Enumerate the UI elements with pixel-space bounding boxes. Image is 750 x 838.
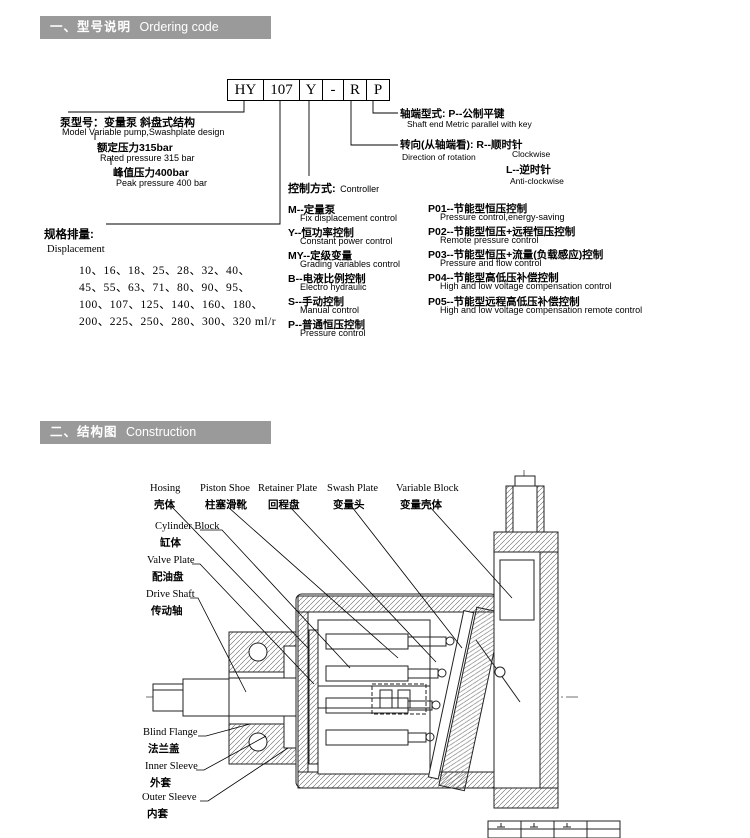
label-drive-shaft-cn: 传动轴 [151, 605, 183, 617]
detail-box [371, 683, 427, 715]
label-hosing-cn: 壳体 [154, 499, 175, 511]
code-cell: R [344, 79, 367, 101]
rotation-anticlockwise: Anti-clockwise [510, 176, 564, 186]
section1-title-en: Ordering code [139, 20, 219, 34]
p-control-item-en: High and low voltage compensation remote… [440, 305, 643, 315]
controller-item-en: Fix displacement control [300, 213, 398, 223]
blind-flange-assembly [228, 631, 320, 765]
ordering-connector-lines [68, 100, 398, 225]
displacement-label-cn: 规格排量: [44, 229, 94, 241]
label-drive-shaft-en: Drive Shaft [146, 589, 195, 600]
displacement-row: 45、55、63、71、80、90、95、 [79, 282, 251, 294]
code-cell: 107 [264, 79, 300, 101]
shaft-end-en: Shaft end Metric parallel with key [407, 119, 532, 129]
rotation-clockwise: Clockwise [512, 149, 551, 159]
label-outer-sleeve-en: Outer Sleeve [142, 792, 197, 803]
label-retainer-plate-en: Retainer Plate [258, 483, 318, 494]
displacement-row: 200、225、250、280、300、320 ml/r [79, 316, 277, 328]
section2-header: 二、结构图 Construction [40, 421, 271, 444]
label-swash-plate-cn: 变量头 [333, 499, 365, 511]
controller-item: P--普通恒压控制 [288, 319, 365, 331]
label-valve-plate-en: Valve Plate [147, 555, 195, 566]
controller-item: Y--恒功率控制 [288, 227, 354, 239]
label-swash-plate-en: Swash Plate [327, 483, 379, 494]
section1-header: 一、型号说明 Ordering code [40, 16, 271, 39]
pump-cross-section [146, 470, 621, 838]
rated-pressure-en: Rated pressure 315 bar [100, 153, 195, 163]
section2-title-en: Construction [126, 425, 197, 439]
label-hosing-en: Hosing [150, 483, 181, 494]
label-outer-sleeve-cn: 内套 [147, 808, 168, 820]
label-variable-block-en: Variable Block [396, 483, 459, 494]
label-retainer-plate-cn: 回程盘 [268, 499, 300, 511]
controller-label: 控制方式: Controller [288, 179, 379, 197]
p-control-item: P04--节能型高低压补偿控制 [428, 272, 559, 284]
controller-item-en: Constant power control [300, 236, 393, 246]
controller-item-en: Pressure control [300, 328, 366, 338]
variable-block [475, 531, 559, 809]
code-cell: P [367, 79, 390, 101]
cylinder-block [308, 619, 455, 775]
rotation-en: Direction of rotation [402, 152, 476, 162]
label-cylinder-block-cn: 缸体 [160, 537, 181, 549]
p-control-item-en: Remote pressure control [440, 235, 539, 245]
displacement-row: 10、16、18、25、28、32、40、 [79, 265, 251, 277]
label-piston-shoe-en: Piston Shoe [200, 483, 250, 494]
model-en: Model Variable pump,Swashplate design [62, 127, 225, 137]
control-cylinder [505, 475, 545, 533]
p-control-item: P05--节能型远程高低压补偿控制 [428, 296, 580, 308]
section2-title-cn: 二、结构图 [50, 425, 118, 439]
label-piston-shoe-cn: 柱塞滑靴 [205, 499, 247, 511]
controller-label-cn: 控制方式: [288, 183, 336, 195]
code-cell: HY [227, 79, 264, 101]
section1-title-cn: 一、型号说明 [50, 20, 132, 34]
label-valve-plate-cn: 配油盘 [152, 571, 184, 583]
rotation-l-cn: L--逆时针 [506, 164, 551, 176]
code-cell: Y [300, 79, 323, 101]
drive-shaft [152, 678, 230, 717]
controller-label-en: Controller [340, 184, 380, 194]
p-control-item-en: High and low voltage compensation contro… [440, 281, 612, 291]
p-control-item: P01--节能型恒压控制 [428, 203, 528, 215]
p-control-item: P03--节能型恒压+流量(负载感应)控制 [428, 249, 604, 261]
controller-item-en: Manual control [300, 305, 360, 315]
p-control-item: P02--节能型恒压+远程恒压控制 [428, 226, 576, 238]
controller-item-en: Grading variables control [300, 259, 401, 269]
displacement-label-en: Displacement [47, 244, 105, 255]
title-block [487, 820, 621, 838]
displacement-row: 100、107、125、140、160、180、 [79, 299, 264, 311]
label-inner-sleeve-cn: 外套 [150, 777, 171, 789]
controller-item: S--手动控制 [288, 296, 344, 308]
p-control-item-en: Pressure and flow control [440, 258, 542, 268]
swash-plate-group [427, 606, 503, 792]
shaft-end-cn: 轴端型式: P--公制平键 [400, 108, 505, 120]
label-inner-sleeve-en: Inner Sleeve [145, 761, 198, 772]
peak-pressure-cn: 峰值压力400bar [113, 167, 189, 179]
ordering-code-box: HY 107 Y - R P [227, 79, 390, 101]
rotation-cn: 转向(从轴端看): R--顺时针 [400, 139, 523, 151]
model-cn: 泵型号：变量泵 斜盘式结构 [60, 117, 196, 129]
label-cylinder-block-en: Cylinder Block [155, 521, 220, 532]
code-cell: - [323, 79, 344, 101]
peak-pressure-en: Peak pressure 400 bar [116, 178, 208, 188]
controller-item: MY--定级变量 [288, 250, 353, 262]
controller-item: B--电液比例控制 [288, 273, 366, 285]
label-blind-flange-cn: 法兰盖 [148, 743, 180, 755]
rated-pressure-cn: 额定压力315bar [97, 142, 173, 154]
p-control-item-en: Pressure control,energy-saving [440, 212, 565, 222]
label-blind-flange-en: Blind Flange [143, 727, 198, 738]
label-variable-block-cn: 变量壳体 [400, 499, 442, 511]
controller-item-en: Electro hydraulic [300, 282, 367, 292]
leader-lines [171, 506, 513, 802]
controller-item: M--定量泵 [288, 204, 336, 216]
